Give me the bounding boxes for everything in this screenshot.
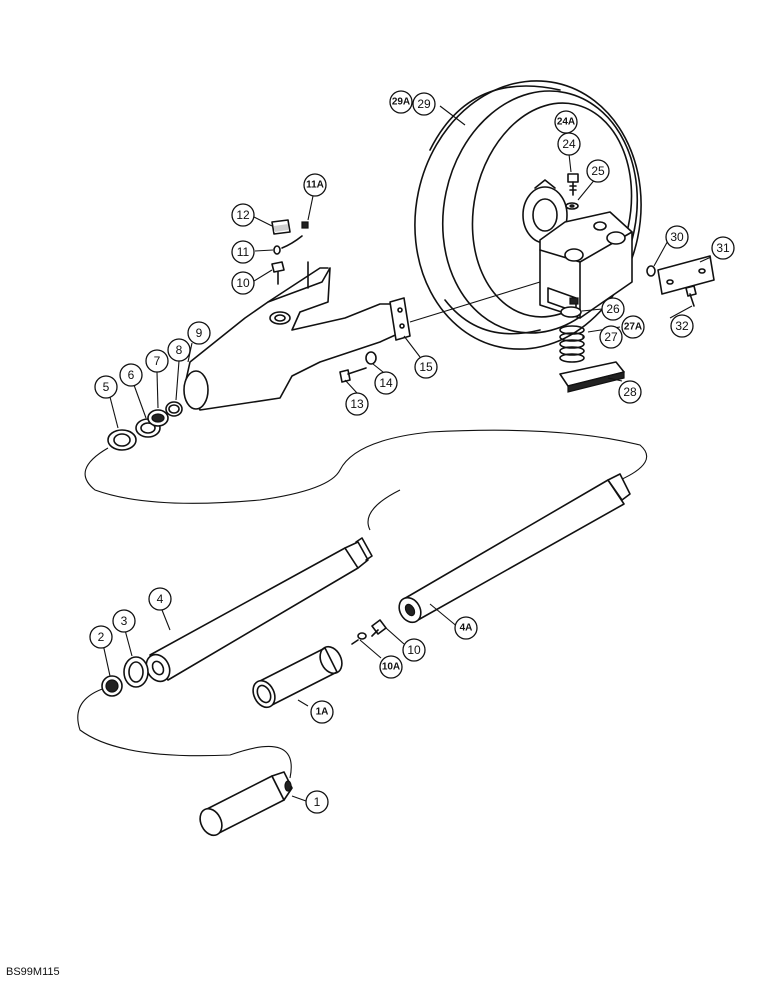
fitting-10-top bbox=[271, 261, 285, 285]
callout-29: 29 bbox=[412, 92, 436, 116]
callout-28: 28 bbox=[618, 380, 642, 404]
sleeve-1a bbox=[252, 645, 343, 709]
svg-text:11A: 11A bbox=[306, 180, 324, 191]
svg-text:28: 28 bbox=[623, 385, 637, 399]
callout-10a: 10A bbox=[379, 655, 403, 679]
ring-5 bbox=[107, 429, 137, 451]
washer-30 bbox=[646, 265, 656, 277]
callout-5: 5 bbox=[94, 375, 118, 399]
svg-text:24A: 24A bbox=[557, 117, 575, 128]
callout-13: 13 bbox=[345, 392, 369, 416]
bearing-bracket bbox=[539, 211, 633, 319]
svg-text:1: 1 bbox=[314, 795, 321, 809]
svg-text:4A: 4A bbox=[460, 623, 473, 634]
svg-text:15: 15 bbox=[419, 360, 433, 374]
callout-7: 7 bbox=[145, 349, 169, 373]
svg-text:29: 29 bbox=[417, 97, 431, 111]
svg-text:30: 30 bbox=[670, 230, 684, 244]
callout-1: 1 bbox=[305, 790, 329, 814]
svg-text:3: 3 bbox=[121, 614, 128, 628]
cylinder-4 bbox=[145, 537, 373, 683]
callout-24: 24 bbox=[557, 132, 581, 156]
svg-text:1A: 1A bbox=[316, 707, 329, 718]
callout-32: 32 bbox=[670, 314, 694, 338]
fitting-12 bbox=[271, 219, 291, 235]
callout-14: 14 bbox=[374, 371, 398, 395]
callout-24a: 24A bbox=[554, 110, 578, 134]
callout-26: 26 bbox=[601, 297, 625, 321]
callout-4: 4 bbox=[148, 587, 172, 611]
ball-11a bbox=[301, 221, 309, 229]
svg-text:26: 26 bbox=[606, 302, 620, 316]
callout-11a: 11A bbox=[303, 173, 327, 197]
ring-3 bbox=[123, 656, 149, 688]
callout-29a: 29A bbox=[389, 90, 413, 114]
callout-11: 11 bbox=[231, 240, 255, 264]
svg-text:11: 11 bbox=[237, 245, 250, 259]
svg-text:25: 25 bbox=[591, 164, 605, 178]
callout-15: 15 bbox=[414, 355, 438, 379]
svg-text:10: 10 bbox=[236, 276, 250, 290]
washer-14 bbox=[365, 351, 377, 365]
svg-text:29A: 29A bbox=[392, 97, 410, 108]
check-11 bbox=[273, 235, 303, 255]
callout-10-lower: 10 bbox=[402, 638, 426, 662]
callout-30: 30 bbox=[665, 225, 689, 249]
fitting-10a bbox=[351, 632, 367, 645]
svg-text:32: 32 bbox=[675, 319, 689, 333]
cylinder-4a bbox=[398, 473, 631, 624]
svg-text:8: 8 bbox=[176, 343, 183, 357]
washer-26 bbox=[560, 306, 582, 318]
svg-text:27: 27 bbox=[604, 330, 618, 344]
piston-1 bbox=[199, 771, 293, 837]
callout-3: 3 bbox=[112, 609, 136, 633]
ring-8 bbox=[165, 401, 183, 417]
svg-text:4: 4 bbox=[157, 592, 164, 606]
svg-text:31: 31 bbox=[716, 241, 730, 255]
figure-code: BS99M115 bbox=[6, 966, 60, 978]
svg-text:27A: 27A bbox=[624, 322, 642, 333]
bolt-24 bbox=[567, 173, 579, 196]
callout-10-upper: 10 bbox=[231, 271, 255, 295]
callout-8: 8 bbox=[167, 338, 191, 362]
bolt-32 bbox=[685, 285, 697, 307]
svg-text:12: 12 bbox=[236, 208, 250, 222]
bolt-13 bbox=[339, 367, 367, 383]
fitting-10-lower bbox=[371, 619, 387, 637]
callout-6: 6 bbox=[119, 363, 143, 387]
svg-text:2: 2 bbox=[98, 630, 105, 644]
svg-text:9: 9 bbox=[196, 326, 203, 340]
callout-1a: 1A bbox=[310, 700, 334, 724]
callout-31: 31 bbox=[711, 236, 735, 260]
callout-2: 2 bbox=[89, 625, 113, 649]
svg-text:5: 5 bbox=[103, 380, 110, 394]
callout-9: 9 bbox=[187, 321, 211, 345]
svg-text:13: 13 bbox=[350, 397, 364, 411]
svg-text:24: 24 bbox=[562, 137, 576, 151]
yoke-9 bbox=[183, 261, 411, 411]
svg-text:10: 10 bbox=[407, 643, 421, 657]
callout-27: 27 bbox=[599, 325, 623, 349]
svg-text:6: 6 bbox=[128, 368, 135, 382]
svg-text:10A: 10A bbox=[382, 662, 400, 673]
callout-12: 12 bbox=[231, 203, 255, 227]
callout-4a: 4A bbox=[454, 616, 478, 640]
callout-27a: 27A bbox=[621, 315, 645, 339]
svg-text:14: 14 bbox=[379, 376, 393, 390]
svg-text:7: 7 bbox=[154, 354, 161, 368]
spring-27 bbox=[559, 325, 585, 363]
callout-25: 25 bbox=[586, 159, 610, 183]
